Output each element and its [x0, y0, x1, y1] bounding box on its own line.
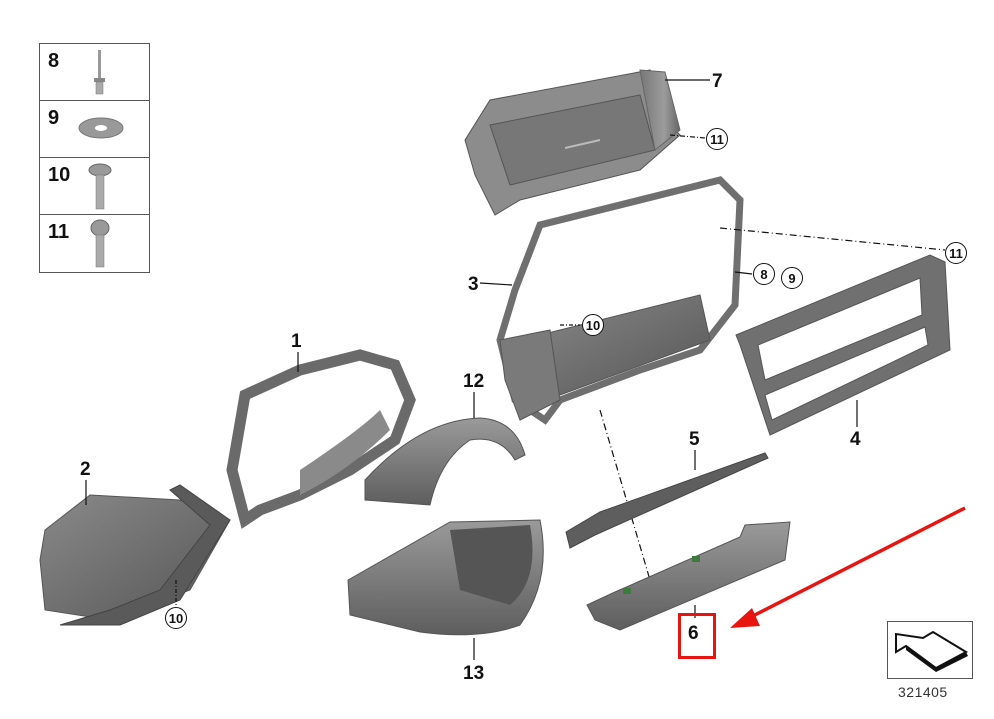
- legend-number: 8: [48, 50, 60, 72]
- part-7-display-unit: [464, 69, 710, 216]
- callout-13: 13: [463, 663, 485, 684]
- callout-11-right: 11: [945, 242, 967, 264]
- highlight-box-part-6: [678, 613, 716, 659]
- legend-item-10: 10: [40, 158, 149, 215]
- callout-2: 2: [80, 459, 91, 480]
- callout-12: 12: [463, 371, 485, 392]
- legend-item-9: 9: [40, 101, 149, 158]
- legend-number: 11: [48, 221, 70, 243]
- callout-8: 8: [753, 263, 775, 285]
- part-2-glove-box: [39, 480, 231, 626]
- callout-3: 3: [468, 274, 479, 295]
- callout-1: 1: [291, 331, 302, 352]
- part-4-trim-frame: [735, 254, 951, 436]
- part-5-strip: [565, 450, 769, 549]
- callout-4: 4: [850, 429, 861, 450]
- callout-6: 6: [688, 623, 699, 644]
- part-13-column-cover-lower: [347, 519, 544, 660]
- legend-number: 10: [48, 164, 71, 186]
- legend-number: 9: [48, 107, 60, 129]
- flange-screw-icon: [88, 163, 112, 210]
- reference-number: 321405: [898, 684, 948, 700]
- red-pointer-arrow: [730, 506, 966, 628]
- callout-10-bracket: 10: [582, 314, 604, 336]
- button-head-bolt-icon: [90, 219, 110, 268]
- callout-7: 7: [712, 71, 723, 92]
- callout-9: 9: [781, 267, 803, 289]
- orientation-box: [887, 621, 973, 679]
- fastener-legend: 8 9 10 11: [39, 43, 150, 273]
- legend-item-8: 8: [40, 44, 149, 101]
- callout-11-top: 11: [706, 128, 728, 150]
- legend-item-11: 11: [40, 215, 149, 272]
- part-1-trim-panel: [226, 349, 416, 529]
- washer-icon: [78, 117, 124, 139]
- callout-10-glovebox: 10: [165, 607, 187, 629]
- callout-5: 5: [689, 429, 700, 450]
- part-12-column-cover-upper: [364, 392, 526, 506]
- view-direction-arrow-icon: [895, 630, 969, 672]
- rivet-pin-icon: [94, 50, 105, 95]
- part-3-bracket: [479, 176, 946, 581]
